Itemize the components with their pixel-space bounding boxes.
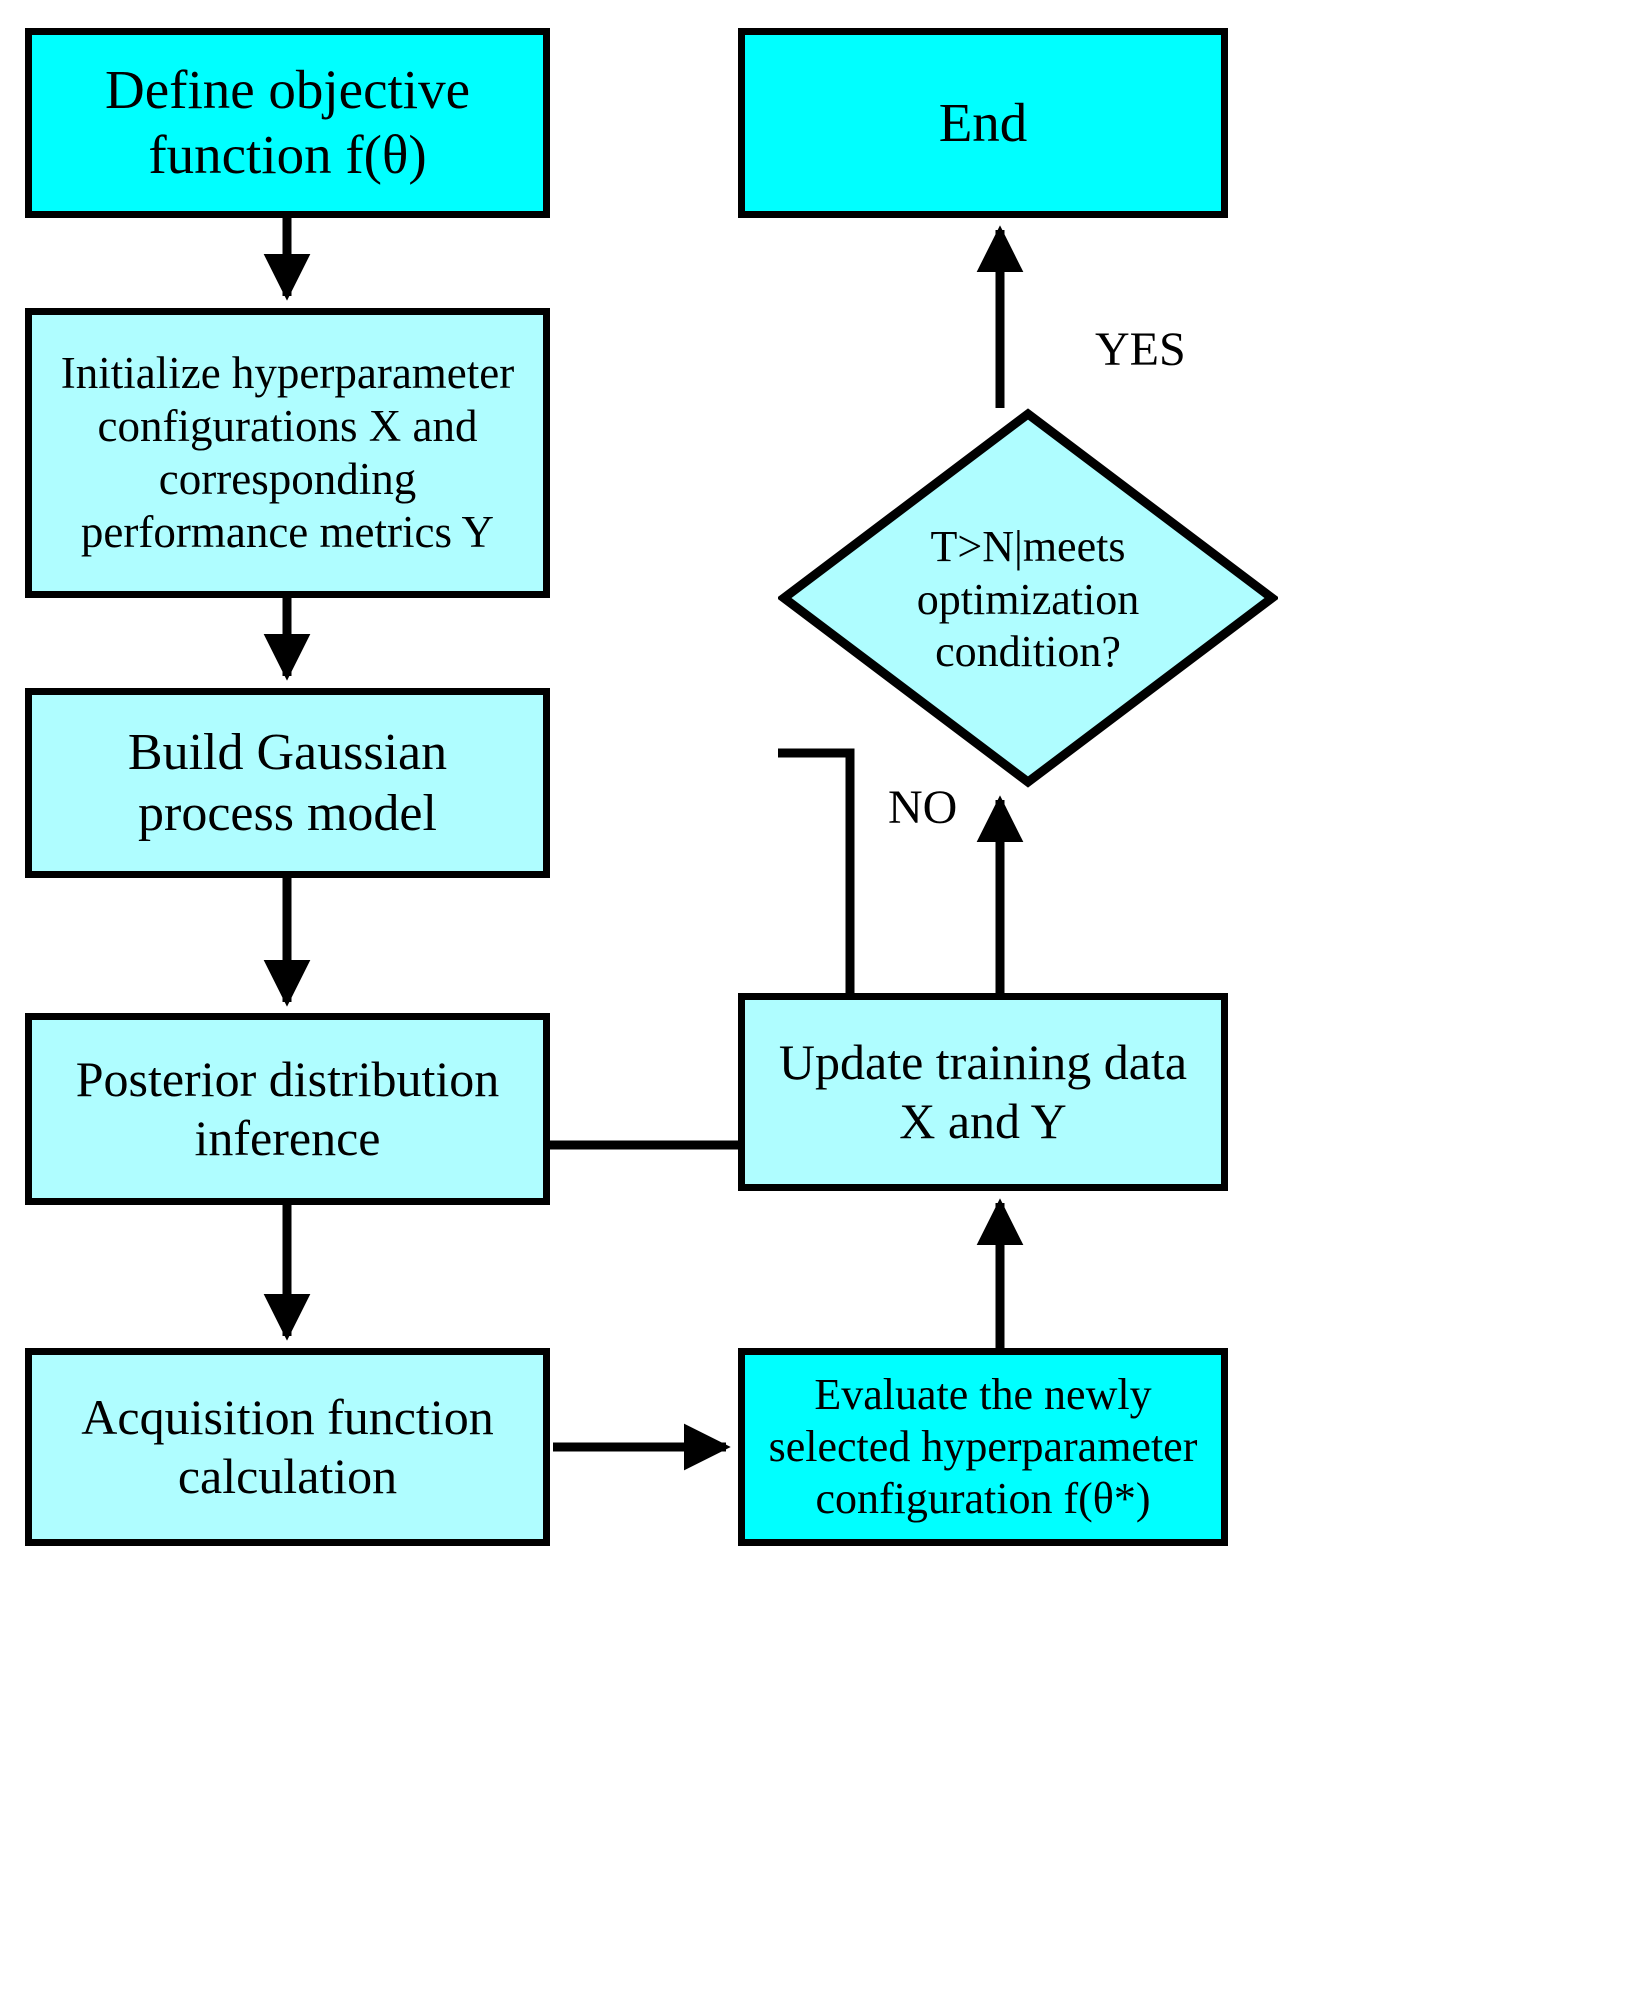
node-evaluate-selected-hyperparameter-configuration[interactable]: Evaluate the newly selected hyperparamet… [738, 1348, 1228, 1546]
node-posterior-distribution-inference[interactable]: Posterior distribution inference [25, 1013, 550, 1205]
node-label: Evaluate the newly selected hyperparamet… [768, 1370, 1198, 1523]
node-build-gaussian-process-model[interactable]: Build Gaussian process model [25, 688, 550, 878]
node-initialize-hyperparameter-configurations[interactable]: Initialize hyperparameter configurations… [25, 308, 550, 598]
node-decision-optimization-condition[interactable]: T>N|meets optimization condition? [778, 408, 1278, 788]
diamond-shape [778, 408, 1278, 788]
edge-label-no: NO [888, 781, 958, 834]
node-label: Update training data X and Y [778, 1034, 1188, 1149]
node-acquisition-function-calculation[interactable]: Acquisition function calculation [25, 1348, 550, 1546]
node-label: Build Gaussian process model [127, 723, 448, 842]
node-label: Initialize hyperparameter configurations… [60, 347, 515, 558]
edge-label-yes: YES [1095, 323, 1186, 376]
node-label: Acquisition function calculation [81, 1389, 494, 1504]
node-label: T>N|meets optimization condition? [916, 521, 1140, 677]
node-define-objective-function[interactable]: Define objective function f(θ) [25, 28, 550, 218]
node-end[interactable]: End [738, 28, 1228, 218]
node-label: Define objective function f(θ) [105, 59, 470, 185]
node-label: Posterior distribution inference [75, 1051, 500, 1166]
node-update-training-data[interactable]: Update training data X and Y [738, 993, 1228, 1191]
node-label: End [938, 91, 1028, 153]
